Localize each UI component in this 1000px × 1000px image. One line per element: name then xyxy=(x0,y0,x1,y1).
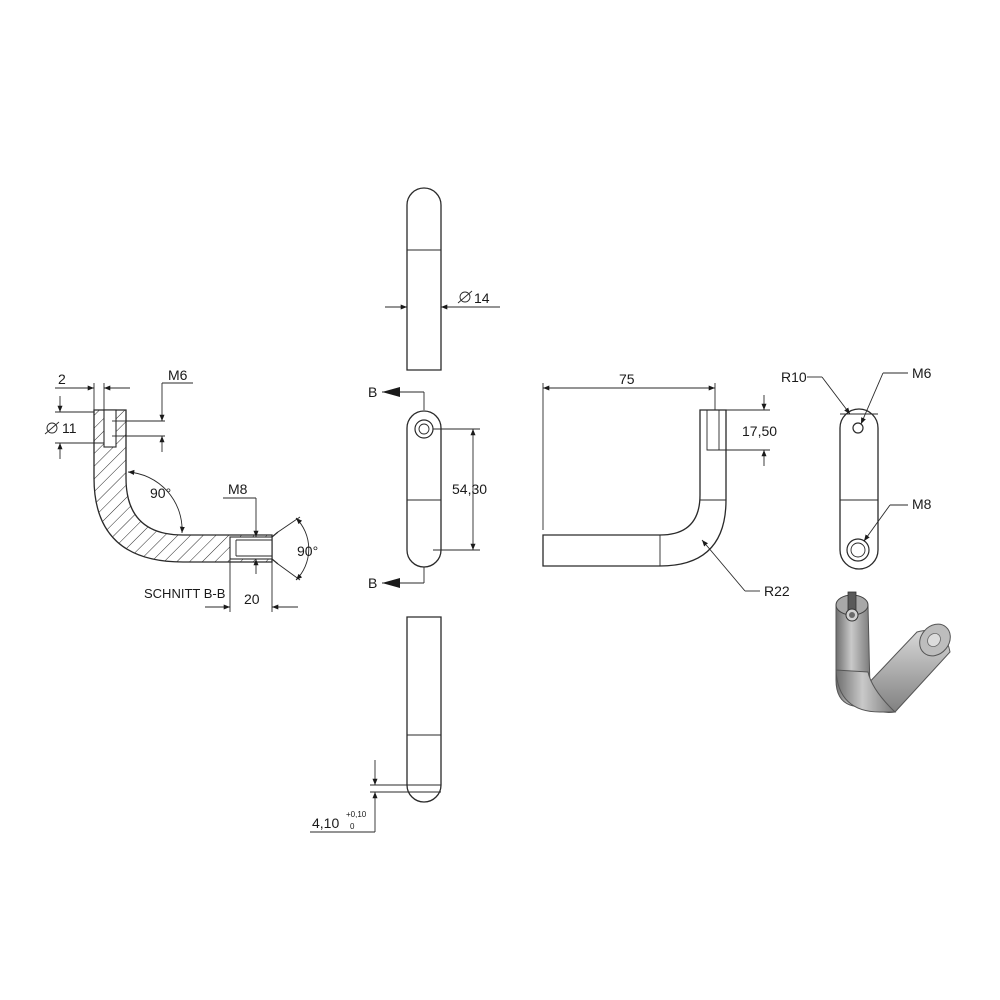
side-view: 75 17,50 R22 xyxy=(542,371,790,599)
length-label: 75 xyxy=(619,371,635,387)
right-view: R10 M6 M8 xyxy=(781,365,932,570)
bend-radius-label: R22 xyxy=(764,583,790,599)
tolerance-lower: 0 xyxy=(350,822,355,831)
right-hole-m6 xyxy=(852,422,864,434)
diameter-symbol-icon xyxy=(457,290,473,304)
diameter-symbol-icon xyxy=(44,421,60,435)
slot-depth-label: 17,50 xyxy=(742,423,777,439)
bottom-view-body xyxy=(406,616,442,803)
tolerance-upper: +0,10 xyxy=(346,810,367,819)
section-view: 2 11 M6 90° M8 90° xyxy=(44,367,318,612)
hole-distance-label: 54,30 xyxy=(452,481,487,497)
section-thread-hole xyxy=(229,536,273,560)
right-hole-m8 xyxy=(846,538,870,562)
section-arrow-icon xyxy=(382,387,400,397)
right-thread-bottom-label: M8 xyxy=(912,496,932,512)
dim-wall-label: 2 xyxy=(58,371,66,387)
top-view-body xyxy=(406,187,442,371)
section-arrow-icon xyxy=(382,578,400,588)
angle-bend-label: 90° xyxy=(150,485,171,501)
dim-diameter-label: 11 xyxy=(62,420,77,436)
bottom-view: 4,10 +0,10 0 xyxy=(310,616,442,833)
side-view-body xyxy=(542,409,727,567)
thread-top-label: M6 xyxy=(168,367,188,383)
top-diameter-label: 14 xyxy=(474,290,490,306)
section-marker-top: B xyxy=(368,384,377,400)
section-title: SCHNITT B-B xyxy=(144,586,225,601)
radius-label: R10 xyxy=(781,369,807,385)
angle-countersink-label: 90° xyxy=(297,543,318,559)
front-view: B B 54,30 xyxy=(368,384,487,591)
section-slot xyxy=(103,409,117,448)
slot-width-label: 4,10 xyxy=(312,815,339,831)
isometric-view xyxy=(835,591,951,714)
depth-label: 20 xyxy=(244,591,260,607)
section-marker-bottom: B xyxy=(368,575,377,591)
right-thread-top-label: M6 xyxy=(912,365,932,381)
thread-side-label: M8 xyxy=(228,481,248,497)
top-view: 14 xyxy=(385,187,500,371)
